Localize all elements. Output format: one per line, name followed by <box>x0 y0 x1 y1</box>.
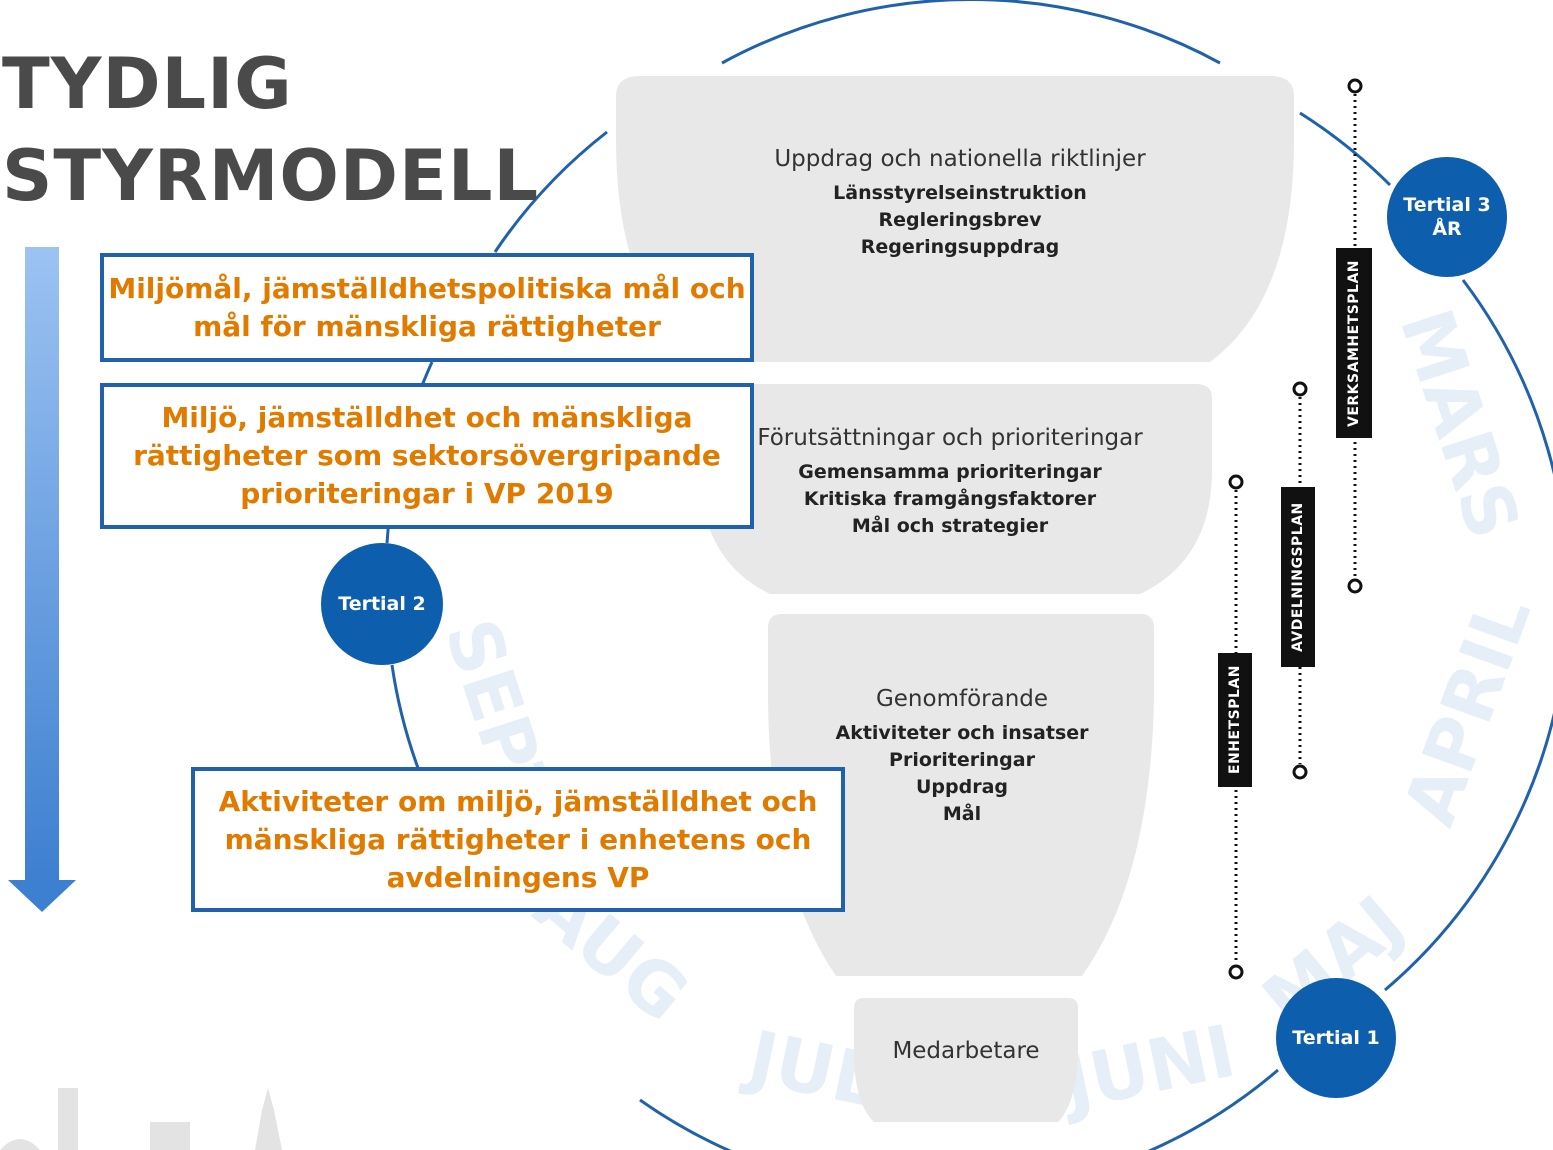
highlight-line: rättigheter som sektorsövergripande <box>133 439 721 472</box>
tertial-1-badge: Tertial 1 <box>1276 978 1396 1098</box>
tertial-label: Tertial 1 <box>1292 1027 1380 1049</box>
level-item: Kritiska framgångsfaktorer <box>803 488 1097 510</box>
highlight-box-goals: Miljömål, jämställdhetspolitiska mål och… <box>100 253 754 362</box>
tertial-3-badge: Tertial 3 ÅR <box>1387 157 1507 277</box>
level-item: Länsstyrelseinstruktion <box>833 182 1087 204</box>
level-1-text: Uppdrag och nationella riktlinjer Länsst… <box>720 146 1200 261</box>
highlight-box-priorities: Miljö, jämställdhet och mänskliga rättig… <box>100 383 754 529</box>
title-line-2: STYRMODELL <box>2 135 540 217</box>
title-line-1: TYDLIG <box>2 43 293 125</box>
tertial-2-badge: Tertial 2 <box>321 543 443 665</box>
level-item: Mål och strategier <box>851 515 1049 537</box>
level-3-text: Genomförande Aktiviteter och insatser Pr… <box>760 686 1164 828</box>
highlight-box-activities: Aktiviteter om miljö, jämställdhet och m… <box>191 767 845 912</box>
level-item: Regeringsuppdrag <box>860 236 1060 258</box>
skyline-graphic <box>0 1088 282 1150</box>
page-title: TYDLIG STYRMODELL <box>2 38 539 222</box>
highlight-line: mänskliga rättigheter i enhetens och <box>224 822 812 856</box>
level-heading: Förutsättningar och prioriteringar <box>757 425 1143 451</box>
level-2-text: Förutsättningar och prioriteringar Gemen… <box>710 425 1190 540</box>
down-arrow <box>8 247 76 912</box>
month-mars: MARS <box>1384 299 1536 548</box>
month-juni: JUNI <box>1051 1009 1242 1128</box>
highlight-line: avdelningens VP <box>386 860 650 894</box>
level-item: Uppdrag <box>915 776 1009 798</box>
tertial-sublabel: ÅR <box>1432 218 1462 240</box>
funnel-level-4 <box>854 998 1078 1122</box>
level-item: Aktiviteter och insatser <box>835 722 1089 744</box>
highlight-line: Miljö, jämställdhet och mänskliga <box>161 401 693 434</box>
level-heading: Genomförande <box>875 686 1049 712</box>
level-item: Prioriteringar <box>889 749 1035 771</box>
level-item: Gemensamma prioriteringar <box>798 461 1102 483</box>
highlight-line: mål för mänskliga rättigheter <box>193 309 661 343</box>
funnel-level-3 <box>768 614 1154 976</box>
level-heading: Uppdrag och nationella riktlinjer <box>774 146 1146 172</box>
plan-label-avdelningsplan: AVDELNINGSPLAN <box>1281 487 1315 667</box>
funnel-level-2 <box>700 384 1212 594</box>
level-item: Regleringsbrev <box>878 209 1042 231</box>
plan-label-verksamhetsplan: VERKSAMHETSPLAN <box>1336 248 1372 438</box>
tertial-label: Tertial 3 <box>1403 194 1491 216</box>
highlight-line: Miljömål, jämställdhetspolitiska mål och <box>108 271 746 305</box>
level-item: Mål <box>942 803 982 825</box>
plan-label-enhetsplan: ENHETSPLAN <box>1218 653 1252 787</box>
highlight-line: Aktiviteter om miljö, jämställdhet och <box>218 784 818 818</box>
funnel-level-1 <box>616 76 1294 362</box>
tertial-label: Tertial 2 <box>338 593 426 615</box>
highlight-line: prioriteringar i VP 2019 <box>240 477 614 510</box>
level-4-text: Medarbetare <box>856 1038 1076 1072</box>
timeline-endpoints <box>1228 78 1363 980</box>
month-april: APRIL <box>1387 585 1547 836</box>
level-heading: Medarbetare <box>892 1038 1040 1064</box>
